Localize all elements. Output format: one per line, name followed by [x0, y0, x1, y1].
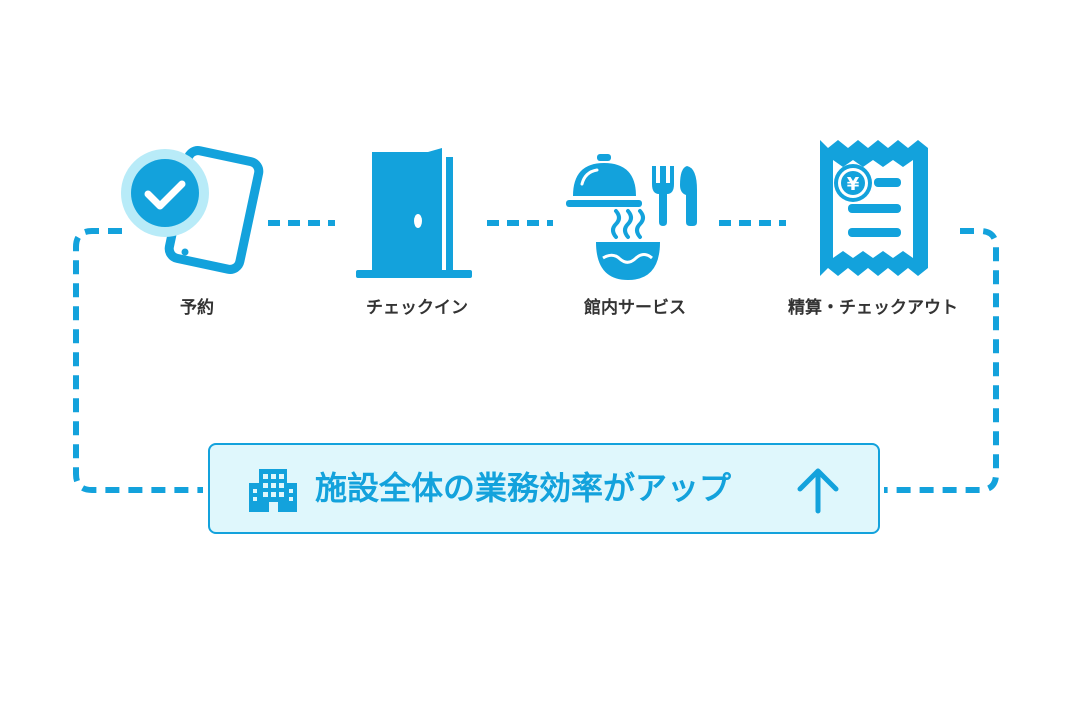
receipt-yen-icon: ¥ — [820, 140, 928, 276]
banner-text: 施設全体の業務効率がアップ — [315, 469, 732, 507]
loop-connector — [73, 228, 203, 493]
cloche-dining-icon — [566, 154, 697, 280]
efficiency-banner: 施設全体の業務効率がアップ — [208, 443, 880, 534]
arrow-up-icon — [797, 468, 839, 514]
step-label-check-in: チェックイン — [366, 298, 468, 318]
loop-connector-right — [884, 228, 999, 493]
step-label-checkout: 精算・チェックアウト — [788, 298, 958, 318]
smartphone-check-icon — [121, 146, 264, 274]
door-icon — [356, 148, 472, 278]
yen-symbol: ¥ — [847, 174, 860, 195]
building-icon — [249, 469, 297, 512]
step-label-reservation: 予約 — [180, 298, 214, 318]
step-label-in-house-service: 館内サービス — [584, 298, 686, 318]
